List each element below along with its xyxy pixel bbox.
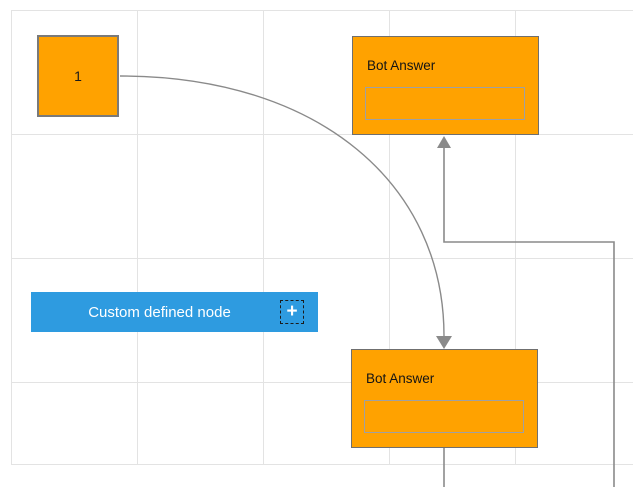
arrowhead-down-icon xyxy=(436,336,452,349)
arrowhead-up-icon xyxy=(437,136,451,148)
connector-bezier[interactable] xyxy=(119,75,452,349)
node-bot-answer-bottom[interactable]: Bot Answer xyxy=(351,349,538,448)
node-start[interactable]: 1 xyxy=(37,35,119,117)
bot-answer-input[interactable] xyxy=(365,87,525,120)
custom-defined-node-button[interactable]: Custom defined node + xyxy=(31,292,318,332)
bot-answer-title: Bot Answer xyxy=(367,58,436,73)
add-node-button[interactable]: + xyxy=(280,300,304,324)
bot-answer-title: Bot Answer xyxy=(366,371,435,386)
custom-defined-node-label: Custom defined node xyxy=(88,303,231,321)
plus-icon: + xyxy=(286,300,298,322)
connector-orthogonal[interactable] xyxy=(437,136,615,487)
bot-answer-input[interactable] xyxy=(364,400,524,433)
connector-bezier-path[interactable] xyxy=(119,75,445,337)
node-start-label: 1 xyxy=(74,68,82,84)
connector-orthogonal-path[interactable] xyxy=(443,148,615,487)
node-bot-answer-top[interactable]: Bot Answer xyxy=(352,36,539,135)
